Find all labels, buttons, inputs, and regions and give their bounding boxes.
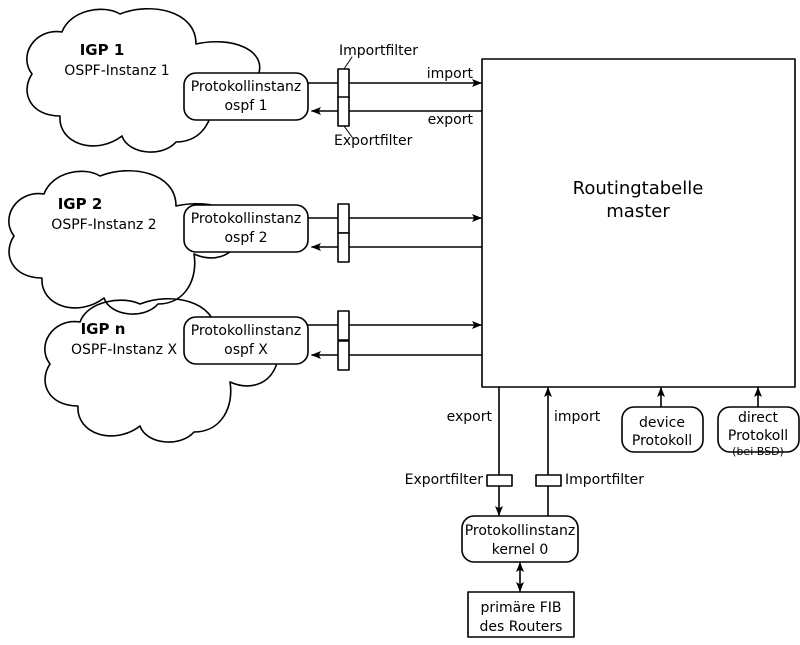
import-filter-2 <box>337 203 350 234</box>
cloud-2-title: IGP 2 <box>57 195 103 213</box>
import-filter-3 <box>337 310 350 341</box>
fib-line2: des Routers <box>479 619 563 635</box>
routing-table-line2: master <box>606 201 670 222</box>
export-label-1: export <box>427 112 473 128</box>
protocol-instance-box-3 <box>183 316 309 365</box>
protocol-instance-box-1 <box>183 72 309 121</box>
direct-protocol-line3: (bei BSD) <box>732 445 784 458</box>
routing-table-line1: Routingtabelle <box>572 178 704 199</box>
exportfilter-label-1: Exportfilter <box>334 133 413 149</box>
fib-line1: primäre FIB <box>480 600 562 616</box>
bottom-importfilter-label: Importfilter <box>565 472 645 488</box>
protocol-instance-box-2 <box>183 204 309 253</box>
exportfilter-leader <box>343 125 353 138</box>
kernel-instance-line2: kernel 0 <box>491 542 549 558</box>
device-protocol-line1: device <box>639 415 685 431</box>
bottom-export-filter <box>486 474 513 487</box>
kernel-import-label: import <box>554 409 601 425</box>
export-filter-2 <box>337 232 350 263</box>
device-protocol-box <box>621 406 704 453</box>
kernel-export-label: export <box>446 409 492 425</box>
cloud-igp-1 <box>26 7 261 153</box>
direct-protocol-line1: direct <box>737 410 779 426</box>
direct-protocol-box <box>717 406 800 453</box>
cloud-3-subtitle: OSPF-Instanz X <box>70 342 178 358</box>
direct-protocol-line2: Protokoll <box>727 428 789 444</box>
fib-box <box>467 591 575 638</box>
import-filter-1 <box>337 68 350 99</box>
protocol-instance-2-line1: Protokollinstanz <box>190 211 302 227</box>
cloud-1-title: IGP 1 <box>79 41 125 59</box>
protocol-instance-3-line1: Protokollinstanz <box>190 323 302 339</box>
importfilter-leader <box>343 56 353 70</box>
kernel-instance-line1: Protokollinstanz <box>464 523 576 539</box>
importfilter-label-1: Importfilter <box>339 43 419 59</box>
import-label-1: import <box>426 66 473 82</box>
routing-table-box <box>481 58 796 388</box>
protocol-instance-1-line2: ospf 1 <box>224 98 268 114</box>
bottom-import-filter <box>535 474 562 487</box>
device-protocol-line2: Protokoll <box>631 433 693 449</box>
protocol-instance-1-line1: Protokollinstanz <box>190 79 302 95</box>
export-filter-1 <box>337 96 350 127</box>
bottom-exportfilter-label: Exportfilter <box>404 472 483 488</box>
cloud-2-subtitle: OSPF-Instanz 2 <box>51 217 157 233</box>
cloud-3-title: IGP n <box>80 320 126 338</box>
protocol-instance-2-line2: ospf 2 <box>224 230 268 246</box>
cloud-1-subtitle: OSPF-Instanz 1 <box>64 63 170 79</box>
export-filter-3 <box>337 340 350 371</box>
protocol-instance-3-line2: ospf X <box>224 342 268 358</box>
